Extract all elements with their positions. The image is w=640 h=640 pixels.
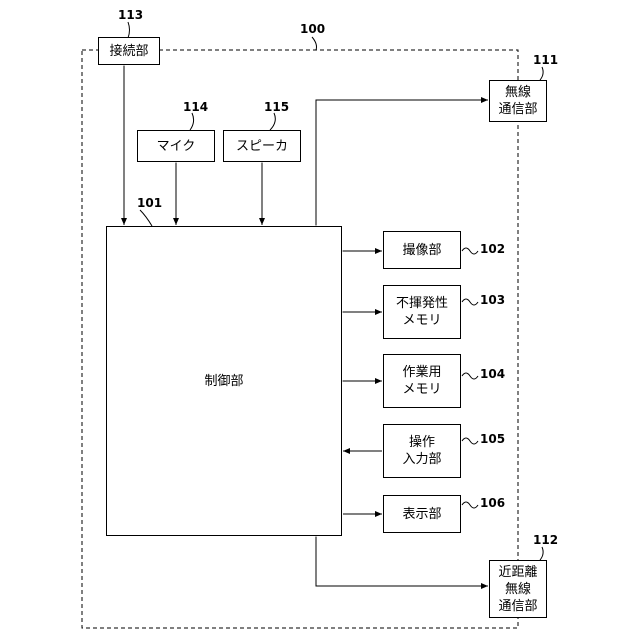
arrow-shortrange-control	[316, 537, 488, 586]
ref-102: 102	[480, 242, 505, 256]
arrow-wireless-control	[316, 100, 488, 225]
nonvolatile-block: 不揮発性 メモリ	[383, 285, 461, 339]
leader-111	[540, 67, 543, 80]
ref-115: 115	[264, 100, 289, 114]
display-label: 表示部	[402, 506, 441, 523]
mic-label: マイク	[157, 138, 196, 155]
leader-100	[312, 37, 317, 50]
ref-103: 103	[480, 293, 505, 307]
work-memory-block: 作業用 メモリ	[383, 354, 461, 408]
imaging-label: 撮像部	[402, 242, 441, 259]
ref-104: 104	[480, 367, 505, 381]
ref-111: 111	[533, 53, 558, 67]
ref-114: 114	[183, 100, 208, 114]
short-range-label: 近距離 無線 通信部	[498, 564, 537, 615]
work-memory-label: 作業用 メモリ	[402, 364, 441, 398]
connection-block: 接続部	[98, 37, 160, 65]
leader-114	[190, 113, 194, 130]
leader-103	[462, 299, 478, 305]
operation-label: 操作 入力部	[402, 434, 441, 468]
wireless-label: 無線 通信部	[498, 84, 537, 118]
ref-112: 112	[533, 533, 558, 547]
operation-block: 操作 入力部	[383, 424, 461, 478]
leader-112	[540, 547, 543, 560]
short-range-block: 近距離 無線 通信部	[489, 560, 547, 618]
wireless-block: 無線 通信部	[489, 80, 547, 122]
leader-113	[128, 22, 130, 38]
ref-113: 113	[118, 8, 143, 22]
speaker-label: スピーカ	[236, 138, 288, 155]
leader-101	[140, 210, 152, 226]
speaker-block: スピーカ	[223, 130, 301, 162]
nonvolatile-label: 不揮発性 メモリ	[396, 295, 448, 329]
leader-104	[462, 373, 478, 379]
ref-101: 101	[137, 196, 162, 210]
ref-105: 105	[480, 432, 505, 446]
ref-106: 106	[480, 496, 505, 510]
display-block: 表示部	[383, 495, 461, 533]
ref-100: 100	[300, 22, 325, 36]
leader-115	[270, 113, 275, 130]
leader-105	[462, 438, 478, 444]
mic-block: マイク	[137, 130, 215, 162]
leader-106	[462, 502, 478, 508]
leader-102	[462, 248, 478, 254]
control-label: 制御部	[204, 373, 243, 390]
connection-label: 接続部	[109, 43, 148, 60]
imaging-block: 撮像部	[383, 231, 461, 269]
control-block: 制御部	[106, 226, 342, 536]
